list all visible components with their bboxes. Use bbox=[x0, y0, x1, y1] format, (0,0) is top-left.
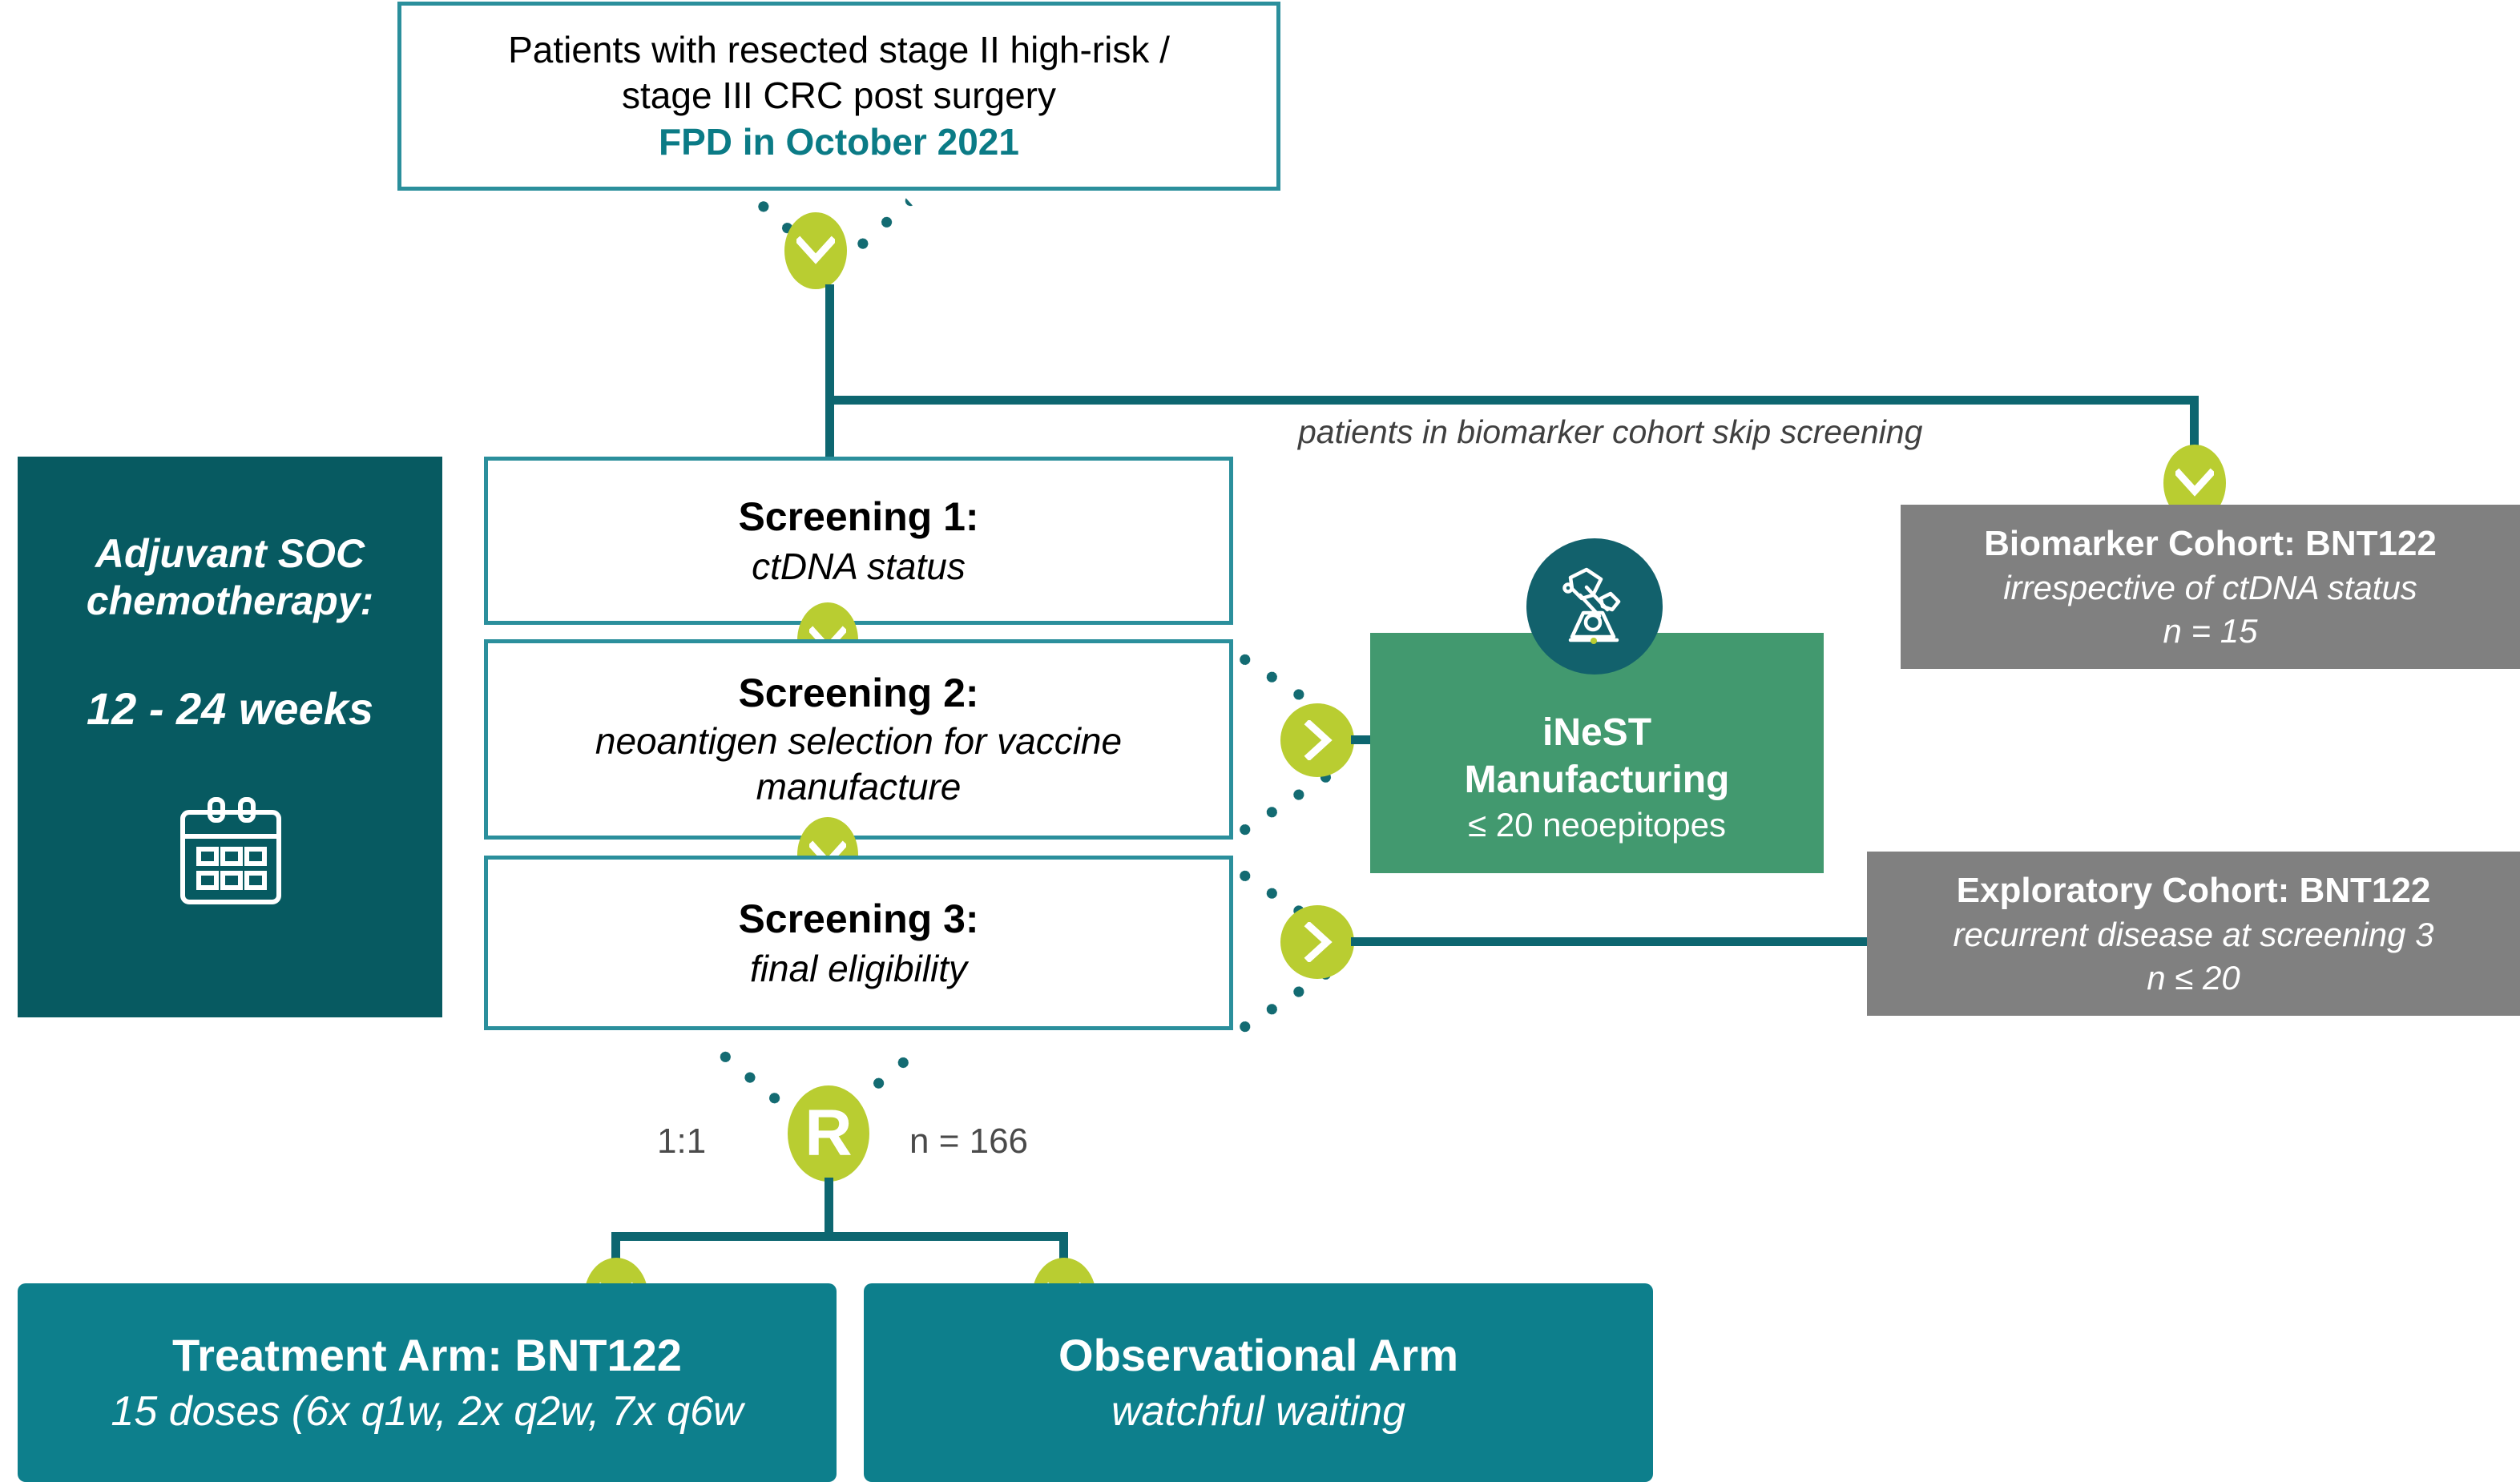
biomarker-cohort-box: Biomarker Cohort: BNT122 irrespective of… bbox=[1901, 505, 2520, 669]
branch-to-biomarker-cohort bbox=[825, 396, 2199, 405]
inest-title-line-1: iNeST bbox=[1542, 711, 1652, 755]
screening-1-box: Screening 1: ctDNA status bbox=[484, 457, 1233, 625]
dotted-connector-top-right bbox=[847, 198, 913, 259]
chevron-down-icon bbox=[796, 236, 835, 264]
enrollment-box: Patients with resected stage II high-ris… bbox=[397, 2, 1280, 191]
observational-arm-subtitle: watchful waiting bbox=[1111, 1387, 1406, 1435]
screening-2-subtitle-line-1: neoantigen selection for vaccine bbox=[595, 719, 1123, 762]
screening-1-subtitle: ctDNA status bbox=[752, 545, 966, 587]
treatment-arm-subtitle: 15 doses (6x q1w, 2x q2w, 7x q6w bbox=[111, 1387, 744, 1435]
biomarker-cohort-title: Biomarker Cohort: BNT122 bbox=[1984, 523, 2437, 563]
treatment-arm-box: Treatment Arm: BNT122 15 doses (6x q1w, … bbox=[18, 1283, 837, 1482]
skip-screening-note: patients in biomarker cohort skip screen… bbox=[1298, 413, 1923, 450]
enrollment-line-2: stage III CRC post surgery bbox=[622, 75, 1056, 117]
soc-chemotherapy-panel: Adjuvant SOC chemotherapy: 12 - 24 weeks bbox=[18, 457, 442, 1017]
exploratory-cohort-box: Exploratory Cohort: BNT122 recurrent dis… bbox=[1867, 852, 2520, 1016]
screening-2-box: Screening 2: neoantigen selection for va… bbox=[484, 639, 1233, 840]
stem-randomization-down bbox=[825, 1178, 833, 1238]
screening-3-title: Screening 3: bbox=[738, 896, 979, 941]
chevron-right-icon bbox=[1304, 922, 1333, 962]
chevron-down-icon bbox=[2175, 468, 2214, 497]
chevron-right-badge-exploratory[interactable] bbox=[1280, 905, 1354, 979]
chevron-right-icon bbox=[1304, 720, 1333, 760]
stem-enrollment-to-screening1 bbox=[825, 284, 834, 462]
robot-arm-icon bbox=[1526, 538, 1663, 675]
screening-1-title: Screening 1: bbox=[738, 493, 979, 539]
randomization-letter: R bbox=[804, 1097, 853, 1170]
chevron-down-badge-enrollment bbox=[784, 212, 847, 289]
calendar-icon bbox=[175, 796, 287, 907]
soc-line-2: chemotherapy: bbox=[86, 578, 374, 623]
robot-arm-glyph bbox=[1562, 567, 1621, 644]
biomarker-cohort-n: n = 15 bbox=[2163, 611, 2258, 650]
biomarker-cohort-subtitle: irrespective of ctDNA status bbox=[2003, 568, 2417, 606]
randomization-n: n = 166 bbox=[909, 1122, 1029, 1161]
observational-arm-title: Observational Arm bbox=[1058, 1329, 1458, 1380]
link-to-manufacturing-box bbox=[1351, 735, 1386, 744]
exploratory-cohort-n: n ≤ 20 bbox=[2147, 958, 2240, 997]
branch-down-to-biomarker-badge bbox=[2190, 396, 2199, 461]
exploratory-cohort-title: Exploratory Cohort: BNT122 bbox=[1956, 870, 2431, 910]
randomization-ratio: 1:1 bbox=[657, 1122, 707, 1161]
soc-duration: 12 - 24 weeks bbox=[86, 683, 374, 734]
inest-title-line-2: Manufacturing bbox=[1464, 758, 1730, 801]
enrollment-line-1: Patients with resected stage II high-ris… bbox=[508, 29, 1170, 71]
screening-2-subtitle-line-2: manufacture bbox=[756, 766, 962, 808]
chevron-right-badge-manufacturing[interactable] bbox=[1280, 703, 1354, 777]
screening-3-box: Screening 3: final eligibility bbox=[484, 856, 1233, 1030]
link-to-exploratory-box bbox=[1351, 937, 1869, 946]
treatment-arm-title: Treatment Arm: BNT122 bbox=[172, 1329, 682, 1380]
randomization-badge: R bbox=[788, 1085, 869, 1182]
inest-neoepitopes: ≤ 20 neoepitopes bbox=[1468, 806, 1726, 844]
exploratory-cohort-subtitle: recurrent disease at screening 3 bbox=[1953, 915, 2434, 953]
soc-line-1: Adjuvant SOC bbox=[95, 531, 365, 576]
split-bar-arms bbox=[611, 1232, 1068, 1241]
observational-arm-box: Observational Arm watchful waiting bbox=[864, 1283, 1653, 1482]
screening-3-subtitle: final eligibility bbox=[749, 947, 967, 989]
enrollment-fpd-date: FPD in October 2021 bbox=[659, 120, 1019, 163]
screening-2-title: Screening 2: bbox=[738, 671, 979, 716]
